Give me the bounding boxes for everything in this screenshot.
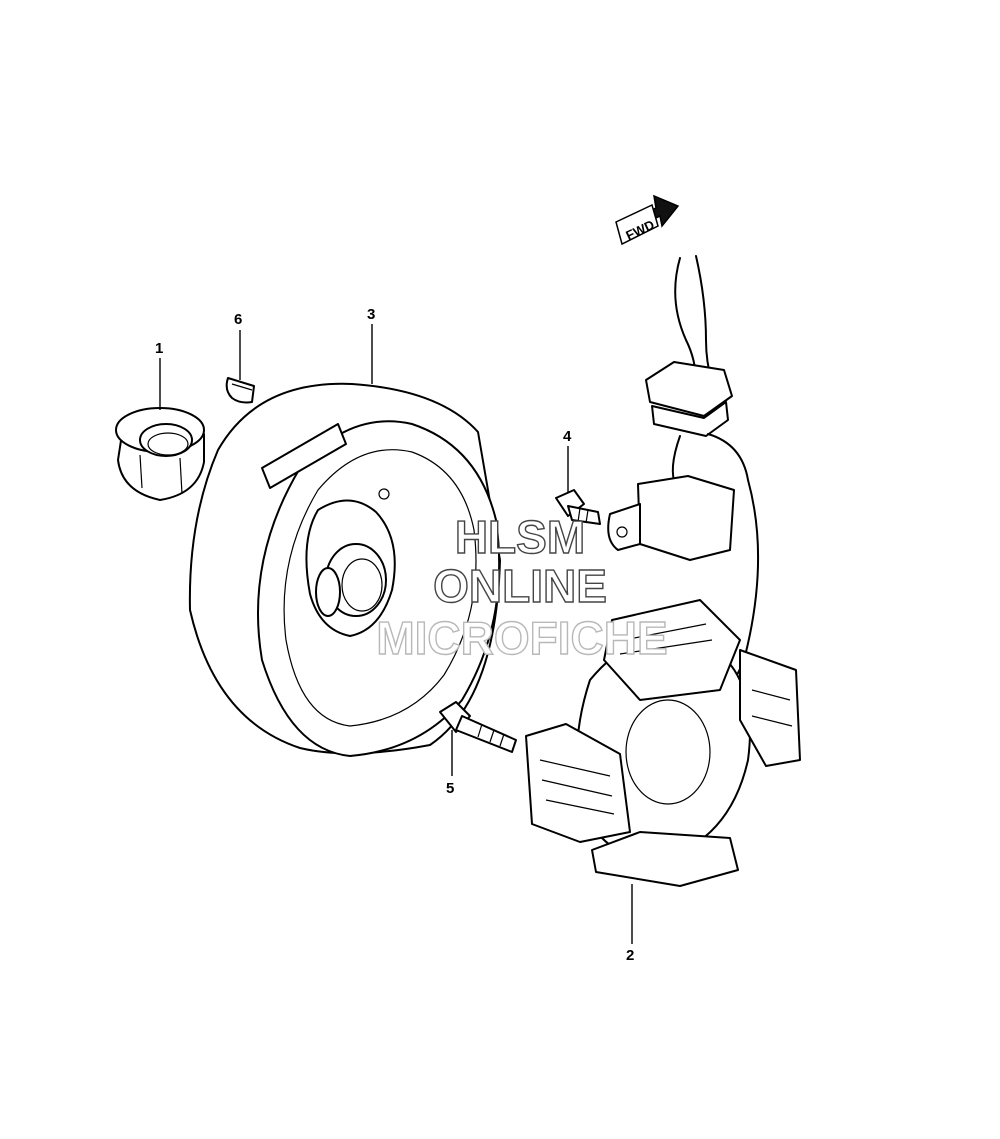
watermark-line2: ONLINE [433, 560, 607, 612]
callout-4: 4 [563, 428, 572, 445]
part-3-flywheel[interactable] [188, 382, 501, 757]
callout-3: 3 [367, 306, 375, 323]
watermark-line3: MICROFICHE [376, 612, 667, 664]
callout-6: 6 [234, 311, 242, 328]
fwd-arrow: FWD [615, 194, 680, 246]
watermark-line1: HLSM [455, 511, 585, 563]
part-1-nut[interactable] [115, 407, 205, 501]
leader-lines [159, 324, 633, 944]
part-5-bolt[interactable] [439, 701, 517, 753]
part-4-screw[interactable] [555, 489, 601, 525]
part-2-stator[interactable] [525, 255, 801, 887]
callout-5: 5 [446, 780, 454, 797]
callout-1: 1 [155, 340, 163, 357]
part-6-key[interactable] [225, 377, 255, 404]
callout-labels: 1 2 3 4 5 6 [155, 306, 634, 964]
watermark: HLSM ONLINE MICROFICHE [376, 510, 669, 664]
callout-2: 2 [626, 947, 634, 964]
